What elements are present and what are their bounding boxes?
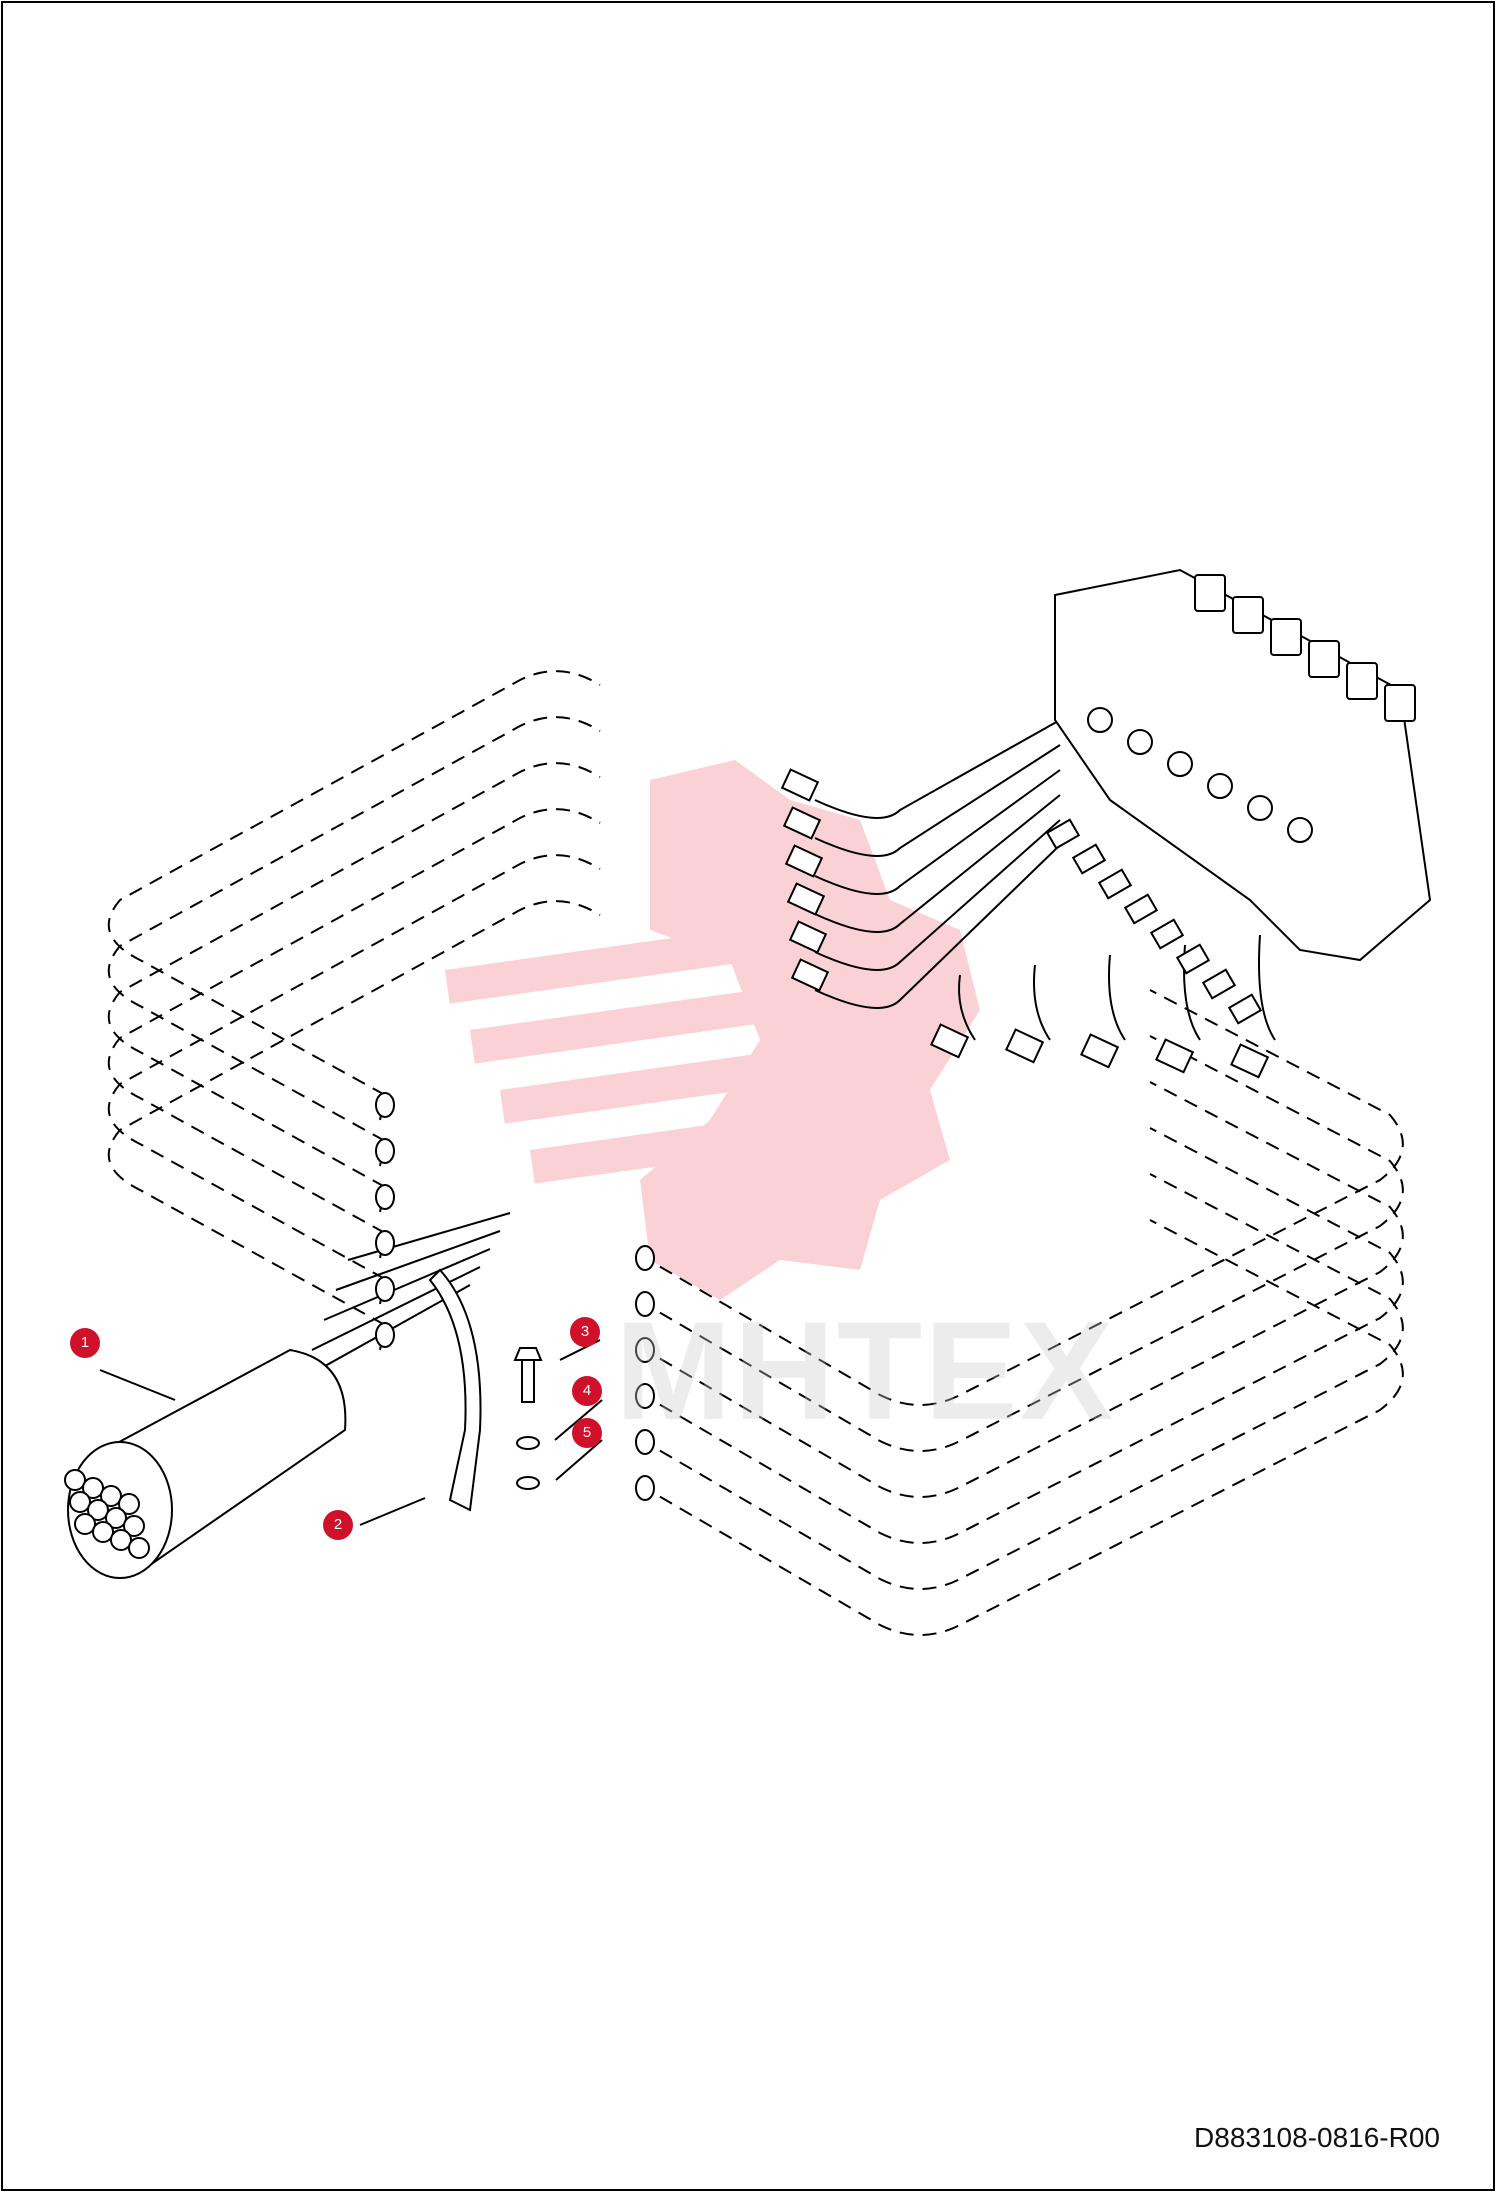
tube-bundle-end: [110, 1529, 132, 1551]
right-tube-loop: [639, 1173, 1404, 1590]
tube-cut-end: [635, 1291, 655, 1317]
left-tube-loop: [107, 670, 601, 1096]
port-adapter: [1227, 993, 1263, 1025]
callout-2[interactable]: 2: [323, 1510, 353, 1540]
hose-line: [814, 769, 1061, 895]
valve-port: [1087, 707, 1113, 733]
hose-bend: [958, 974, 976, 1041]
hose-crimp-fitting: [782, 806, 822, 840]
tube-cut-end: [635, 1383, 655, 1409]
tube-bundle-end: [82, 1477, 104, 1499]
tube-bundle-end: [74, 1513, 96, 1535]
tube-bundle-end: [69, 1491, 91, 1513]
valve-port: [1167, 751, 1193, 777]
port-adapter: [1045, 818, 1081, 850]
valve-cap: [1346, 662, 1378, 700]
hose-bend: [1033, 964, 1051, 1041]
hose-line: [814, 844, 1061, 1009]
bundle-tube: [347, 1212, 511, 1261]
tube-cut-end: [375, 1322, 395, 1348]
port-adapter: [1097, 868, 1133, 900]
valve-cap: [1384, 684, 1416, 722]
tube-bundle-end: [100, 1485, 122, 1507]
callout-4[interactable]: 4: [572, 1376, 602, 1406]
hose-crimp-fitting: [790, 958, 830, 992]
hose-line: [814, 744, 1061, 857]
hose-line: [814, 719, 1061, 819]
tube-bundle-end: [92, 1521, 114, 1543]
leader-line: [555, 1439, 603, 1481]
right-tube-loop: [639, 1035, 1404, 1452]
left-tube-loop: [107, 762, 601, 1188]
tube-bundle-end: [123, 1515, 145, 1537]
tube-cut-end: [635, 1429, 655, 1455]
callout-3[interactable]: 3: [570, 1317, 600, 1347]
bundle-tube: [335, 1230, 501, 1291]
washer-lock: [516, 1476, 540, 1490]
hose-bend: [1258, 934, 1276, 1041]
right-tube-loop: [639, 1081, 1404, 1498]
tube-cut-end: [375, 1276, 395, 1302]
bundle-clamp: [428, 1268, 482, 1512]
tube-cut-end: [635, 1337, 655, 1363]
leader-line: [99, 1369, 176, 1401]
tube-cut-end: [375, 1230, 395, 1256]
tube-cut-end: [635, 1245, 655, 1271]
port-adapter: [1123, 893, 1159, 925]
tube-cut-end: [375, 1138, 395, 1164]
port-adapter: [1175, 943, 1211, 975]
watermark-text: MHTEX: [615, 1292, 1115, 1449]
left-tube-loop: [107, 900, 601, 1326]
valve-cap: [1308, 640, 1340, 678]
hose-line: [814, 794, 1061, 933]
hose-crimp-fitting: [788, 920, 828, 954]
left-tube-loop: [107, 716, 601, 1142]
valve-cap: [1270, 618, 1302, 656]
bundle-tube: [311, 1266, 481, 1351]
bundle-tube: [323, 1248, 491, 1321]
tube-cut-end: [375, 1184, 395, 1210]
callout-5[interactable]: 5: [572, 1418, 602, 1448]
hose-crimp-fitting: [1155, 1038, 1195, 1074]
valve-port: [1127, 729, 1153, 755]
bolt-head: [513, 1347, 543, 1361]
valve-cap: [1232, 596, 1264, 634]
valve-port: [1287, 817, 1313, 843]
right-tube-loop: [639, 1127, 1404, 1544]
tube-bundle-end: [87, 1499, 109, 1521]
left-tube-loop: [107, 808, 601, 1234]
tube-bundle-end: [128, 1537, 150, 1559]
hose-line: [814, 819, 1061, 971]
watermark-logo: [445, 760, 980, 1300]
valve-port: [1207, 773, 1233, 799]
port-adapter: [1149, 918, 1185, 950]
hose-crimp-fitting: [1080, 1033, 1120, 1069]
hose-crimp-fitting: [780, 768, 820, 802]
hose-crimp-fitting: [930, 1023, 970, 1059]
tube-cut-end: [635, 1475, 655, 1501]
document-id: D883108-0816-R00: [1194, 2122, 1440, 2153]
port-adapter: [1201, 968, 1237, 1000]
tube-bundle-end: [118, 1493, 140, 1515]
tube-bundle-end: [105, 1507, 127, 1529]
hose-crimp-fitting: [1230, 1043, 1270, 1079]
valve-port: [1247, 795, 1273, 821]
leader-line: [359, 1497, 426, 1526]
right-tube-loop: [639, 1219, 1404, 1636]
valve-cap: [1194, 574, 1226, 612]
callout-1[interactable]: 1: [70, 1328, 100, 1358]
hose-crimp-fitting: [786, 882, 826, 916]
left-tube-loop: [107, 854, 601, 1280]
washer-flat: [516, 1436, 540, 1450]
port-adapter: [1071, 843, 1107, 875]
tube-cut-end: [375, 1092, 395, 1118]
hose-crimp-fitting: [1005, 1028, 1045, 1064]
right-tube-loop: [639, 989, 1404, 1406]
hose-crimp-fitting: [784, 844, 824, 878]
tube-bundle-end: [64, 1469, 86, 1491]
bolt-shank: [521, 1359, 535, 1403]
hose-bend: [1108, 954, 1126, 1041]
